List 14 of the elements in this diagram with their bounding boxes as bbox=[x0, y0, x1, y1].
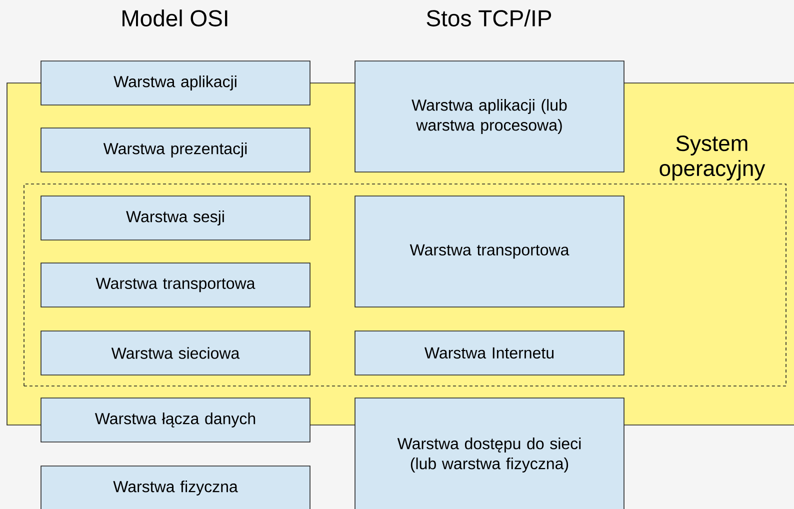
layer-box: Warstwa sesji bbox=[40, 196, 310, 240]
layer-box: Warstwa Internetu bbox=[354, 330, 624, 376]
layer-box: Warstwa aplikacji (lub warstwa procesowa) bbox=[354, 60, 624, 172]
column-heading: Stos TCP/IP bbox=[426, 10, 552, 26]
layer-box: Warstwa transportowa bbox=[354, 196, 624, 308]
layer-box: Warstwa dostępu do sieci (lub warstwa fizyczna) bbox=[354, 398, 624, 509]
layer-box: Warstwa łącza danych bbox=[40, 398, 310, 442]
layer-box: Warstwa prezentacji bbox=[40, 128, 310, 172]
dashed-region bbox=[24, 184, 786, 386]
layer-box: Warstwa aplikacji bbox=[40, 60, 310, 106]
layer-box: Warstwa transportowa bbox=[40, 262, 310, 308]
layer-box: Warstwa fizyczna bbox=[40, 466, 310, 509]
column-heading: Model OSI bbox=[122, 10, 228, 26]
layer-box: Warstwa sieciowa bbox=[40, 330, 310, 376]
